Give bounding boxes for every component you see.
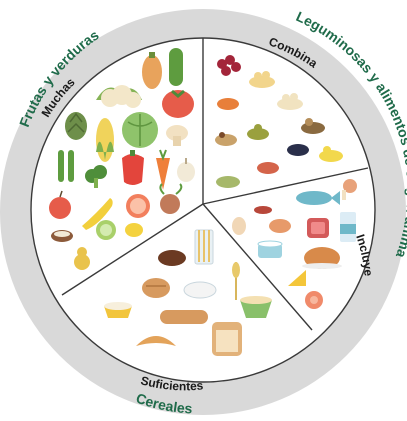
pear-icon	[74, 247, 90, 270]
garlic-icon	[177, 158, 195, 182]
lentils-icon	[217, 98, 239, 110]
lemon-icon	[125, 223, 143, 237]
chicken-drumstick-icon	[269, 219, 291, 233]
egg-icon	[232, 217, 246, 235]
carrot-icon	[156, 149, 170, 190]
milk-icon	[340, 212, 356, 242]
green-lentils-icon	[247, 124, 269, 140]
roast-chicken-icon	[302, 247, 342, 269]
fish-icon	[296, 191, 340, 205]
grapefruit-icon	[126, 194, 150, 218]
bread-slice-icon	[212, 322, 242, 356]
croissant-icon	[136, 336, 176, 346]
white-beans-icon	[277, 93, 303, 110]
yellow-lentils-icon	[319, 146, 343, 162]
rice-bowl-icon	[183, 281, 217, 299]
soybeans-icon	[216, 176, 240, 188]
broccoli-icon	[85, 165, 107, 188]
cucumber-icon	[169, 48, 183, 86]
ham-icon	[307, 218, 329, 238]
cauliflower-icon	[96, 85, 142, 108]
chicken-leg-icon	[342, 179, 357, 200]
section-dividers	[61, 38, 369, 331]
flour-bowl-icon	[104, 302, 132, 318]
yogurt-icon	[257, 240, 283, 258]
animal-foods-section	[232, 179, 357, 309]
sausage-icon	[254, 206, 272, 214]
mushroom-icon	[166, 125, 188, 146]
salmon-icon	[305, 291, 323, 309]
fruits-vegetables-section	[49, 48, 195, 270]
pinto-beans-icon	[301, 118, 325, 134]
bread-loaf-icon	[142, 278, 170, 298]
wheat-icon	[232, 262, 240, 300]
lime-icon	[96, 220, 116, 240]
chickpeas-icon	[249, 71, 275, 88]
tomato-icon	[162, 89, 194, 118]
fig-icon	[159, 183, 183, 214]
cereals-section	[104, 229, 272, 356]
pasta-icon	[194, 229, 214, 265]
legumes-section	[215, 55, 343, 188]
artichoke-icon	[65, 112, 87, 140]
bell-pepper-icon	[122, 150, 144, 185]
coconut-icon	[51, 230, 73, 242]
cheese-icon	[288, 270, 306, 286]
red-beans-icon	[217, 55, 241, 76]
red-lentils-icon	[257, 162, 279, 174]
black-beans-icon	[287, 144, 309, 156]
squash-icon	[142, 52, 162, 89]
apple-icon	[49, 190, 71, 219]
cabbage-icon	[122, 112, 158, 148]
corn-icon	[96, 118, 114, 162]
chocolate-cake-icon	[158, 250, 186, 266]
banana-icon	[82, 198, 113, 230]
baguette-icon	[160, 310, 208, 324]
mixed-beans-icon	[215, 132, 237, 146]
pea-pod-icon	[58, 150, 74, 182]
oats-bowl-icon	[240, 296, 272, 318]
